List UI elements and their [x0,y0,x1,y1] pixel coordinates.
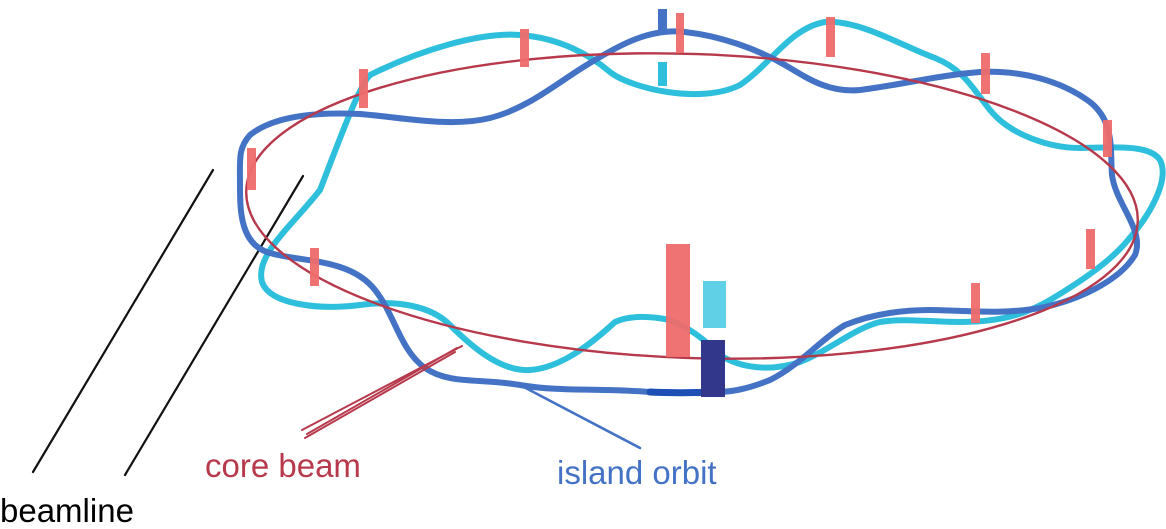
kicker-mark [1086,229,1095,269]
island-orbit-pointer [518,383,642,450]
kicker-mark [359,69,368,108]
island-orbit-label: island orbit [557,454,717,491]
kicker-mark-large [666,244,690,357]
kicker-mark [981,53,990,94]
beamline-left-line [31,168,215,474]
kicker-mark [1103,120,1112,157]
kicker-mark [310,248,319,286]
core-beam-label: core beam [205,447,361,484]
kicker-mark [520,29,529,67]
island-mark-bottom [701,340,725,397]
core-beam-ellipse [245,52,1139,360]
kicker-mark [676,13,684,53]
island-mark-top [658,9,667,34]
island-orbit-blue-path [236,28,1140,396]
island-marks-cyan [658,62,726,328]
core-beam-pointer [301,345,463,439]
kicker-mark [247,148,256,190]
beamline-lines [31,168,305,477]
island-mark-small [658,62,667,86]
kicker-mark [826,17,835,57]
island-mark-large [703,281,726,328]
island-marks-blue [658,9,725,397]
island-orbit-cyan-path [258,18,1166,374]
kicker-mark [971,283,980,323]
beamline-right-line [123,174,305,477]
beamline-label: beamline [0,492,134,529]
kicker-marks [247,13,1112,357]
